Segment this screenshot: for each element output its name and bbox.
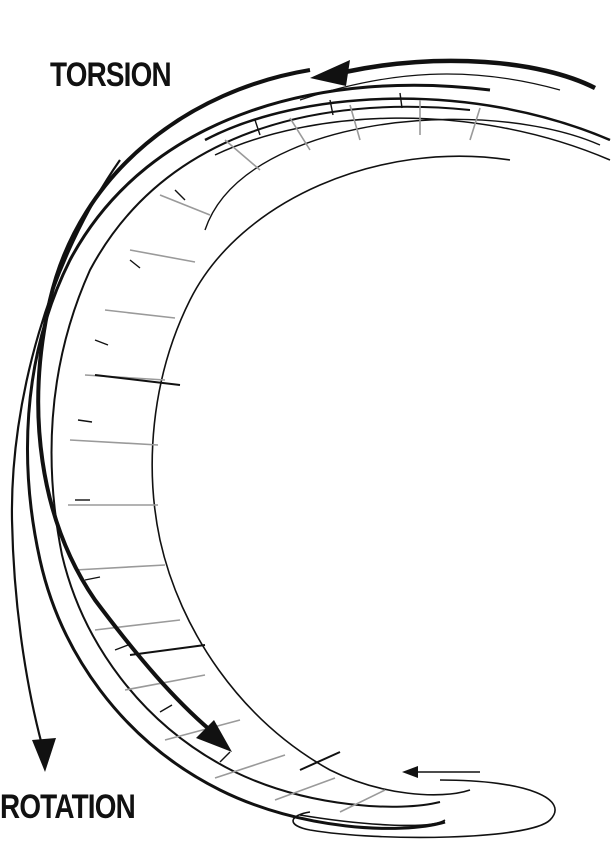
tread-bars — [95, 375, 340, 770]
inner-stringer — [152, 156, 510, 795]
inner-return-arrowhead-icon — [402, 766, 418, 778]
torsion-arrowhead-icon — [310, 60, 350, 86]
rotation-arrowhead-icon — [32, 738, 56, 772]
tread-dividers — [75, 93, 402, 762]
treads — [68, 100, 480, 812]
torsion-down-arrow-shaft — [38, 70, 310, 730]
bottom-landing — [293, 780, 555, 837]
outer-stringer-edge — [52, 107, 470, 807]
rotation-label: ROTATION — [0, 788, 135, 827]
torsion-label: TORSION — [50, 56, 171, 95]
